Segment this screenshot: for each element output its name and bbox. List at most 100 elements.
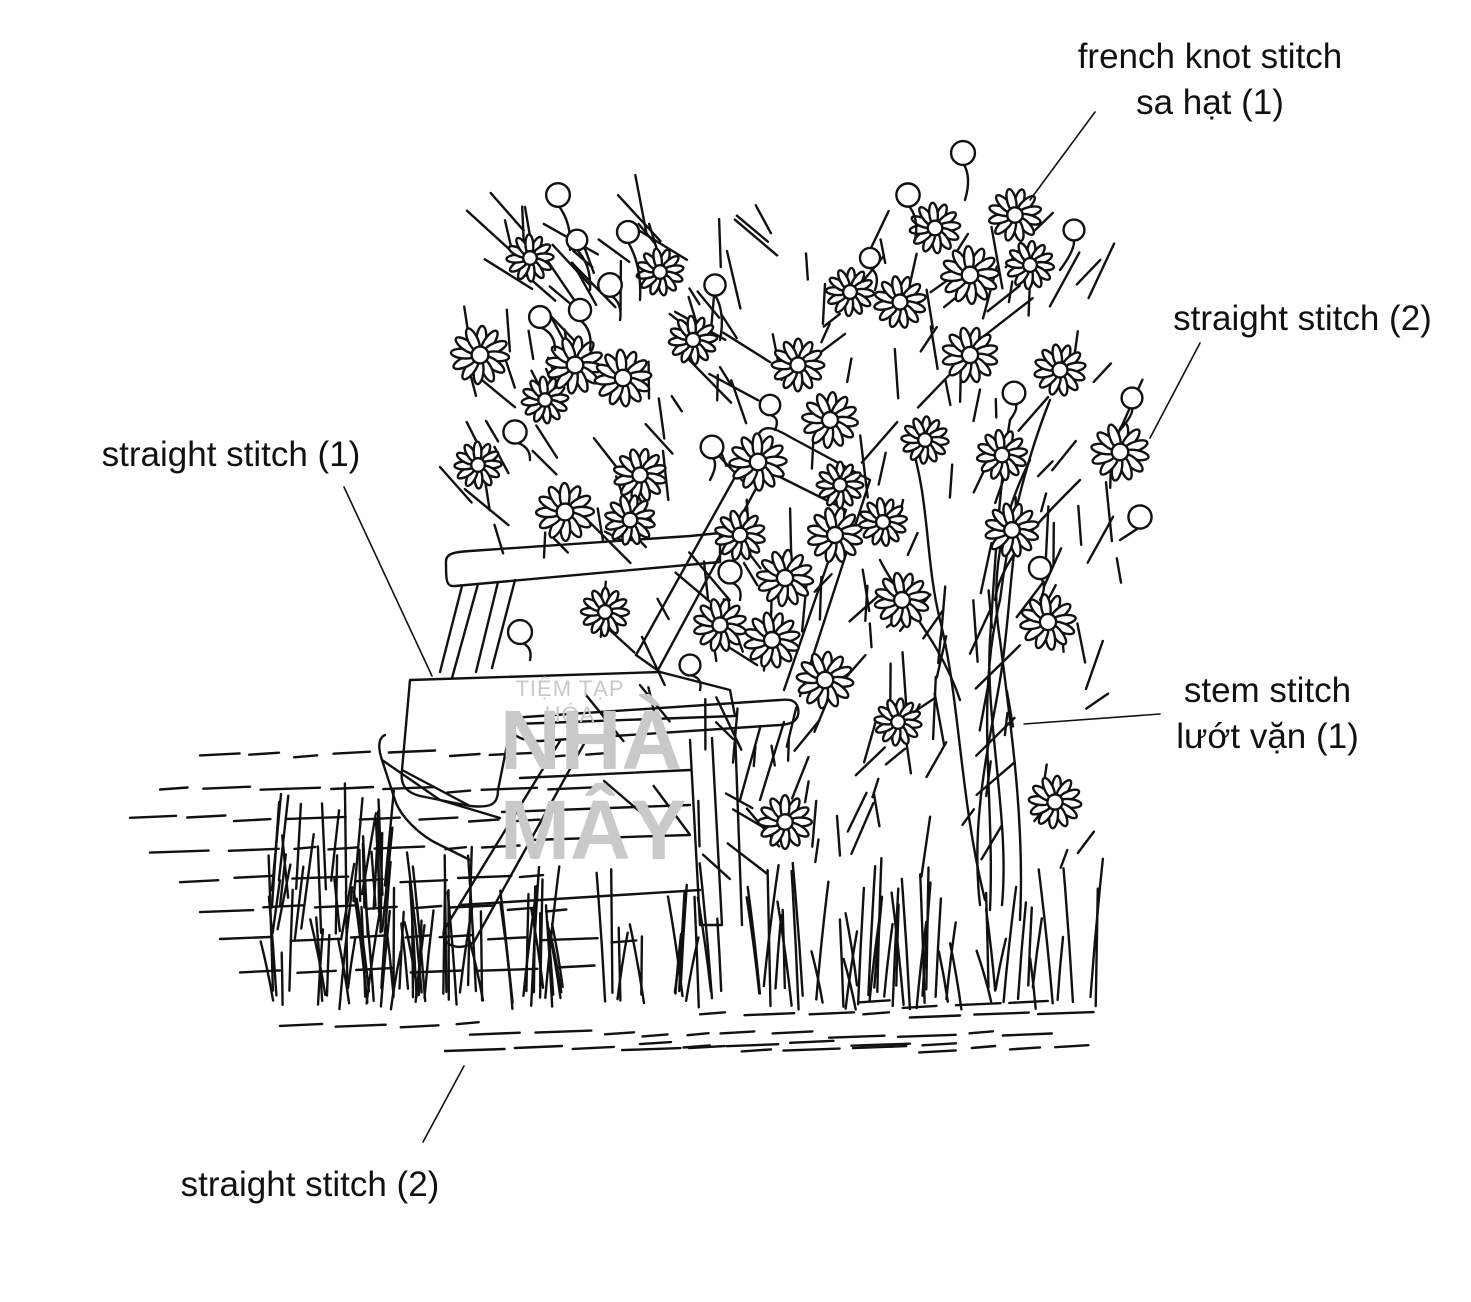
grass-blade xyxy=(288,888,294,992)
bud xyxy=(1001,380,1027,406)
grass-blade xyxy=(984,907,997,992)
daisy-center xyxy=(891,293,909,311)
daisy-center xyxy=(1046,793,1064,811)
label-stem-stitch: stem stitch lướt vặn (1) xyxy=(1150,668,1385,760)
grass-blade xyxy=(281,834,290,899)
french-knot-bud xyxy=(703,273,727,342)
daisy xyxy=(975,428,1029,482)
grass-blade xyxy=(309,918,327,997)
bush-stitch xyxy=(661,449,670,502)
grass-blade xyxy=(883,922,894,998)
ground-stitch xyxy=(1054,1044,1090,1049)
french-knot-bud xyxy=(565,228,592,292)
bush-stitch xyxy=(860,421,899,464)
grass-blade xyxy=(745,896,761,995)
daisy xyxy=(1090,422,1150,482)
bush-stitch xyxy=(1003,711,1009,737)
grass-blade xyxy=(466,854,478,993)
grass-blade xyxy=(338,886,354,1011)
bud-stem xyxy=(688,673,702,692)
daisy xyxy=(858,497,908,547)
grass-blade xyxy=(616,931,629,1001)
french-knot-bud xyxy=(615,219,642,302)
daisy-center xyxy=(522,249,539,266)
bud xyxy=(678,653,702,677)
daisy xyxy=(1027,774,1083,830)
leader-stem-stitch xyxy=(1023,713,1161,725)
ground-stitch xyxy=(544,908,568,913)
grass-blade xyxy=(842,957,857,1011)
daisy xyxy=(757,794,813,850)
bush-stitch xyxy=(531,449,558,476)
grass-blade xyxy=(791,861,804,997)
daisy xyxy=(593,348,653,408)
ground-stitch xyxy=(585,751,613,756)
bush-stitch xyxy=(972,599,979,663)
bush-stitch xyxy=(879,238,887,265)
bush-stitch xyxy=(582,242,595,274)
daisy-center xyxy=(1003,521,1022,540)
bush-stitch xyxy=(1040,492,1048,513)
label-straight-stitch-2-bottom: straight stitch (2) xyxy=(180,1165,440,1204)
bush-stitch xyxy=(785,706,798,748)
grass-blade xyxy=(766,869,772,1008)
daisy xyxy=(1033,343,1087,397)
grass-blades xyxy=(259,782,1105,1011)
daisy xyxy=(1004,239,1056,291)
bud-stem xyxy=(1058,238,1076,272)
ground-stitch xyxy=(480,786,539,791)
label-straight-stitch-2-right: straight stitch (2) xyxy=(1173,299,1432,338)
grass-blade xyxy=(466,845,473,987)
bush-stitch xyxy=(822,312,841,328)
grass-blade xyxy=(377,798,384,896)
ground-stitch xyxy=(740,1048,773,1053)
stem-stitch-stems xyxy=(878,398,1082,922)
daisy-center xyxy=(874,513,892,531)
grass-blade xyxy=(270,792,283,892)
bush-stitch xyxy=(1051,439,1077,472)
daisy-center xyxy=(652,264,669,281)
ground-stitch xyxy=(443,1047,506,1053)
ground-stitch xyxy=(620,1046,682,1052)
bush-stitch xyxy=(803,780,810,804)
bush-stitch xyxy=(944,378,952,407)
grass-blade xyxy=(259,940,275,1002)
grass-blade xyxy=(610,868,614,994)
daisy-center xyxy=(684,331,702,349)
daisy-center xyxy=(748,452,768,472)
french-knot-bud xyxy=(506,618,534,662)
bush-stitch xyxy=(463,488,510,527)
ground-stitch xyxy=(296,969,337,974)
daisy-center xyxy=(926,219,944,237)
bush-stitch xyxy=(726,842,768,875)
bush-stitch xyxy=(503,219,513,251)
daisy-center xyxy=(789,356,807,374)
daisy xyxy=(900,415,950,465)
bush-stitch xyxy=(1084,639,1104,691)
bush-stitch xyxy=(867,209,890,254)
ground-stitch xyxy=(387,749,437,754)
grass-blade xyxy=(838,918,845,1008)
bush-stitch xyxy=(810,438,815,470)
ground-stitch xyxy=(1036,1010,1095,1016)
bush-stitch xyxy=(983,297,1034,337)
daisy xyxy=(743,611,801,669)
bush-stitch xyxy=(465,209,512,252)
bush-stitch xyxy=(872,792,881,828)
bush-stitch xyxy=(846,357,853,384)
daisy-center xyxy=(775,568,795,588)
ground-stitch xyxy=(233,874,275,879)
bush-stitch xyxy=(483,258,534,291)
grass-blade xyxy=(679,883,688,987)
bush-stitch xyxy=(696,290,721,319)
bush-stitch xyxy=(570,261,617,309)
french-knot-bud xyxy=(1058,218,1086,272)
grass-blade xyxy=(316,928,325,1006)
grass-blade xyxy=(774,914,783,990)
bud xyxy=(699,434,725,460)
bush-stitch xyxy=(1115,557,1123,584)
ground-stitch xyxy=(682,1044,712,1049)
french-knot-buds xyxy=(502,139,1153,692)
daisy-center xyxy=(631,466,649,484)
